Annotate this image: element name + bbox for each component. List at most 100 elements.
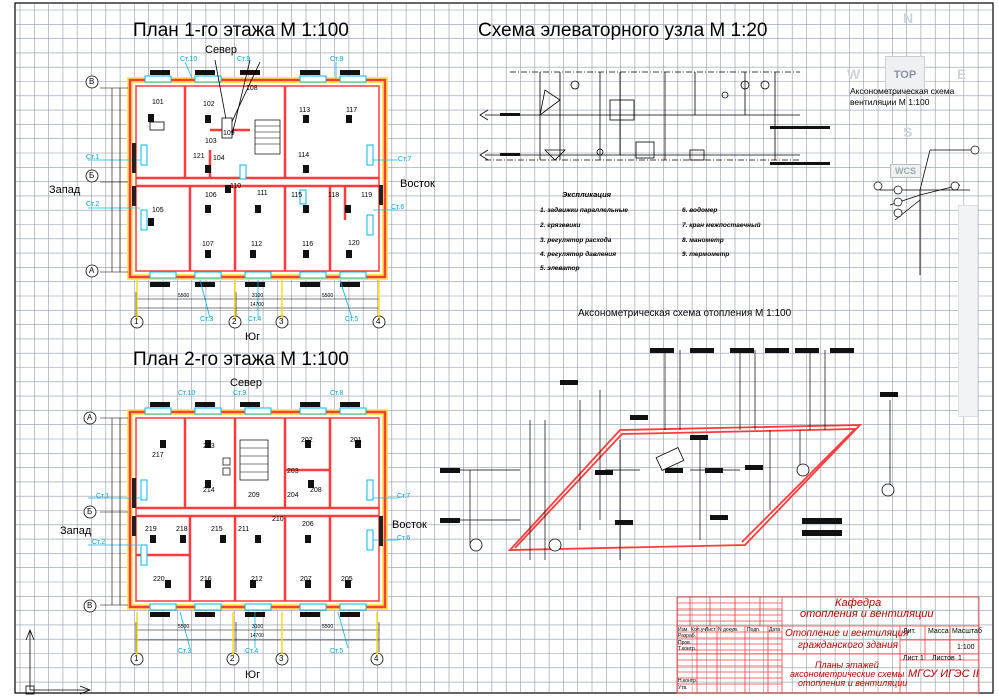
riser-label: Ст.2 <box>92 539 106 546</box>
tb-row-label: Изм. <box>678 627 689 633</box>
viewcube-east[interactable]: E <box>957 66 967 82</box>
legend-item: 6. водомер <box>682 207 718 214</box>
legend-title: Экспликация <box>562 190 612 199</box>
room-label: 108 <box>246 85 258 92</box>
tb-project-2: гражданского здания <box>798 640 898 651</box>
room-label: 213 <box>203 443 215 450</box>
heating-axo <box>507 424 863 551</box>
axis-letter: В <box>87 601 93 610</box>
axo-heating-title: Аксонометрическая схема отопления М 1:10… <box>578 308 792 319</box>
legend-item: 7. кран межпостаечный <box>682 222 761 229</box>
room-label: 121 <box>193 153 205 160</box>
room-label: 109 <box>223 130 235 137</box>
viewcube-south[interactable]: S <box>903 124 913 140</box>
room-label: 116 <box>302 241 314 248</box>
viewcube-west[interactable]: W <box>847 66 861 82</box>
room-label: 112 <box>251 241 263 248</box>
tb-role: Утв. <box>678 685 688 691</box>
room-label: 113 <box>299 107 311 114</box>
room-label: 214 <box>203 487 215 494</box>
room-label: 101 <box>152 99 164 106</box>
room-label: 114 <box>298 152 310 159</box>
legend-item: 1. задвижки параллельные <box>540 207 628 214</box>
axis-letter: Б <box>89 171 95 180</box>
dimension: 5500 <box>322 624 334 630</box>
riser-label: Ст.9 <box>233 390 247 397</box>
axis-number: 1 <box>134 317 139 326</box>
dimension: 3100 <box>252 293 264 299</box>
dimension: 5500 <box>178 293 190 299</box>
room-label: 117 <box>346 107 358 114</box>
riser-label: Ст.10 <box>178 390 196 397</box>
room-label: 220 <box>153 576 165 583</box>
riser-label: Ст.4 <box>248 316 262 323</box>
plan1-drawing <box>85 59 398 329</box>
room-label: 210 <box>272 516 284 523</box>
dimension-total: 14700 <box>250 633 264 639</box>
plan2-drawing <box>83 402 398 666</box>
plan2-west: Запад <box>60 525 92 537</box>
riser-label: Ст.1 <box>86 154 100 161</box>
room-label: 215 <box>211 526 223 533</box>
riser-label: Ст.9 <box>237 56 251 63</box>
riser-label: Ст.3 <box>178 648 192 655</box>
tb-sheet-3: отопления и вентиляции <box>798 678 908 688</box>
dimension: 5500 <box>322 293 334 299</box>
legend-item: 4. регулятор давления <box>540 251 617 258</box>
room-label: 104 <box>213 155 225 162</box>
riser-label: Ст.8 <box>330 56 344 63</box>
tb-row-label: Лист <box>705 627 716 633</box>
room-label: 208 <box>310 487 322 494</box>
room-label: 105 <box>152 207 164 214</box>
room-label: 207 <box>300 576 312 583</box>
tb-role: Пров. <box>678 640 692 646</box>
heating-risers <box>445 350 891 560</box>
tb-sheet-label: Лист <box>903 655 919 662</box>
plan2-title: План 2-го этажа М 1:100 <box>133 349 349 370</box>
legend-item: 9. термометр <box>682 251 730 258</box>
viewcube-top[interactable]: TOP <box>885 56 925 94</box>
axis-letter: А <box>87 413 93 422</box>
viewcube-north[interactable]: N <box>903 10 914 26</box>
room-label: 119 <box>361 192 373 199</box>
ucs-icon <box>25 628 92 695</box>
riser-label: Ст.5 <box>345 316 359 323</box>
tb-sheet-2: аксонометрические схемы <box>790 669 905 679</box>
legend-item: 2. грязевики <box>540 222 581 229</box>
riser-label: Ст.4 <box>245 648 259 655</box>
axis-letter: А <box>89 266 95 275</box>
legend-item: 8. манометр <box>682 237 724 244</box>
heating-radiators <box>440 348 898 536</box>
room-label: 204 <box>287 492 299 499</box>
wcs-button[interactable]: WCS <box>890 164 921 178</box>
title-block-frame <box>676 596 980 694</box>
room-label: 110 <box>230 183 242 190</box>
axis-letter: В <box>89 77 95 86</box>
plan1-south: Юг <box>245 331 261 343</box>
room-label: 217 <box>152 452 164 459</box>
axis-number: 3 <box>279 654 284 663</box>
riser-label: Ст.6 <box>397 535 411 542</box>
room-label: 102 <box>203 101 215 108</box>
riser-label: Ст.10 <box>180 56 198 63</box>
tb-role: Разраб. <box>678 633 697 639</box>
room-label: 219 <box>145 526 157 533</box>
tb-role: Т.контр. <box>678 646 697 652</box>
viewcube[interactable]: N S W E TOP <box>845 10 967 160</box>
navigation-bar[interactable] <box>958 205 978 417</box>
room-label: 206 <box>302 521 314 528</box>
room-label: 212 <box>251 576 263 583</box>
plan2-north: Север <box>230 377 263 389</box>
axis-number: 2 <box>230 654 235 663</box>
room-label: 120 <box>348 240 360 247</box>
axis-number: 4 <box>374 654 379 663</box>
tb-dept-1: Кафедра <box>835 597 882 609</box>
axis-number: 3 <box>279 317 284 326</box>
elevator-scheme <box>479 71 800 161</box>
tb-sheet-1: Планы этажей <box>815 660 879 670</box>
room-label: 118 <box>328 192 340 199</box>
dimension: 5500 <box>178 624 190 630</box>
riser-label: Ст.2 <box>86 201 100 208</box>
room-label: 202 <box>301 437 313 444</box>
